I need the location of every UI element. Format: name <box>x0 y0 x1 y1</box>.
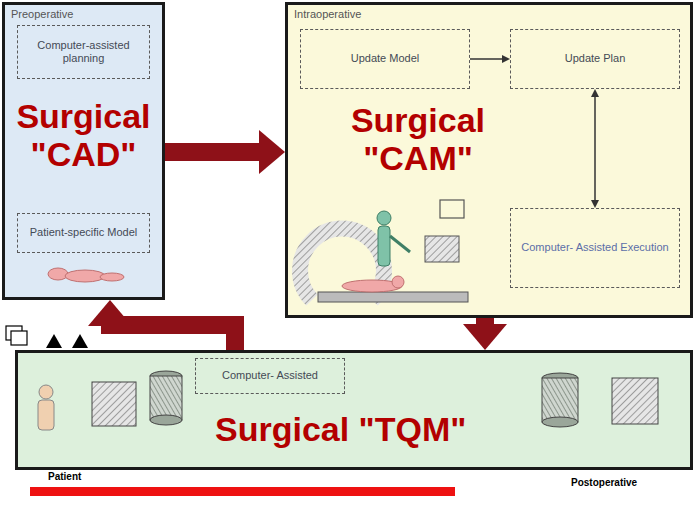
process-box: Computer- Assisted Execution <box>510 208 680 288</box>
red-bar <box>30 487 455 496</box>
patient-figure <box>48 268 124 282</box>
phase-heading: Postoperative <box>571 477 637 488</box>
phase-panel: PreoperativeSurgical "CAD" Computer-assis… <box>2 2 165 300</box>
process-box: Computer-assisted planning <box>17 25 150 79</box>
flow-arrow <box>470 55 510 63</box>
flow-arrow <box>591 89 599 208</box>
box-label: Update Model <box>307 52 463 65</box>
phase-title: Surgical "CAM" <box>306 101 530 177</box>
phase-title: Surgical "CAD" <box>2 97 165 173</box>
process-box: Update Model <box>300 29 470 89</box>
corner-marks <box>6 326 88 348</box>
phase-heading: Intraoperative <box>294 8 361 20</box>
phase-arrow <box>463 318 507 350</box>
box-label: Computer-assisted planning <box>24 39 143 65</box>
box-label: Computer- Assisted <box>202 369 338 382</box>
process-box: Update Plan <box>510 29 680 89</box>
box-label: Computer- Assisted Execution <box>517 241 673 254</box>
process-box: Computer- Assisted <box>195 358 345 394</box>
phase-panel: PostoperativeSurgical "TQM"Computer- Ass… <box>15 350 693 470</box>
phase-arrow <box>165 130 285 174</box>
box-label: Update Plan <box>517 52 673 65</box>
note-label: Patient <box>48 471 81 482</box>
phase-panel: IntraoperativeSurgical "CAM" Update Model… <box>285 2 693 318</box>
surgery-scene <box>300 200 468 302</box>
phase-arrow <box>88 300 235 350</box>
phase-heading: Preoperative <box>11 8 73 20</box>
box-label: Patient-specific Model <box>24 226 143 239</box>
phase-title: Surgical "TQM" <box>215 410 466 448</box>
process-box: Patient-specific Model <box>17 213 150 253</box>
